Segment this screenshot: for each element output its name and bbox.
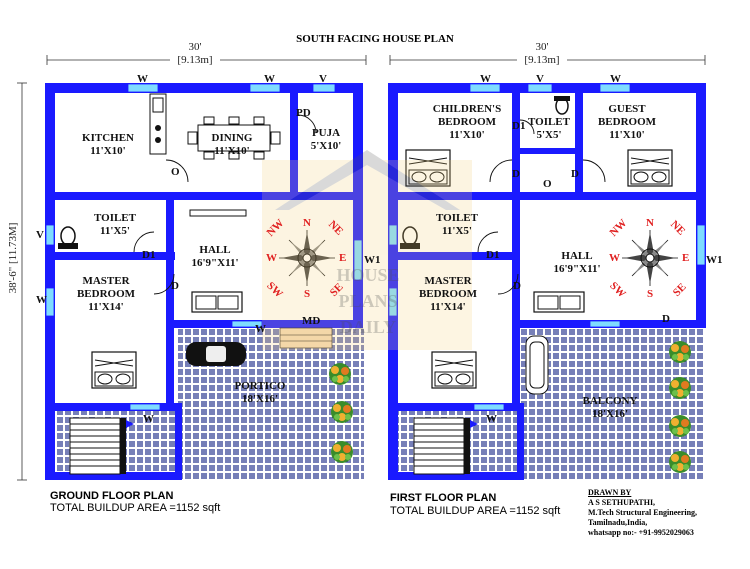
compass-n: N (303, 217, 311, 229)
window-label: W (36, 294, 47, 306)
watermark-logo (262, 150, 472, 350)
car-icon (186, 342, 246, 366)
ventilator-label: V (36, 229, 44, 241)
window-label: W (143, 413, 154, 425)
window-label: W (255, 323, 266, 335)
first-toilet-fixture (400, 226, 420, 249)
master-bed (91, 351, 137, 389)
compass-e: E (682, 252, 690, 264)
door-label: D (571, 168, 579, 180)
compass-e: E (339, 252, 347, 264)
first-floor-area: TOTAL BUILDUP AREA =1152 sqft (390, 505, 561, 517)
door-label: D1 (142, 249, 156, 261)
door-label: D (512, 168, 520, 180)
main-entrance-steps (279, 327, 333, 349)
door-label: D (513, 280, 521, 292)
window-label: W1 (706, 254, 723, 266)
balcony-sofa (525, 335, 549, 395)
compass-s: S (304, 288, 311, 300)
first-hall-sofa (533, 291, 585, 313)
first-floor-plan-title: FIRST FLOOR PLAN (390, 492, 497, 504)
dining-table (187, 116, 281, 160)
door-label: D (662, 313, 670, 325)
compass-w: W (266, 252, 277, 264)
door-label: D1 (486, 249, 500, 261)
window-label: W (486, 413, 497, 425)
ventilator-label: V (536, 73, 544, 85)
ground-width-ft: 30' (188, 41, 202, 53)
ground-staircase (69, 417, 134, 475)
ground-floor-area: TOTAL BUILDUP AREA =1152 sqft (50, 502, 221, 514)
door-label: D1 (512, 120, 526, 132)
window-label: W (610, 73, 621, 85)
drawn-by-credit: DRAWN BY A S SETHUPATHI, M.Tech Structur… (588, 488, 698, 537)
small-toilet-fixture (554, 96, 570, 115)
window-label: W (137, 73, 148, 85)
first-master-bed (431, 351, 477, 389)
first-width-m: [9.13m] (517, 54, 567, 66)
guest-bed (627, 149, 673, 187)
ground-floor-plan (45, 83, 364, 480)
compass-s: S (647, 288, 654, 300)
first-floor-plan (388, 83, 706, 480)
stove-icon (155, 125, 161, 131)
window-label: W (264, 73, 275, 85)
compass-w: W (609, 252, 620, 264)
opening-label: O (543, 178, 552, 190)
opening-label: O (171, 166, 180, 178)
depth-dimension: 38'-6" [11.73M] (7, 222, 19, 294)
ground-windows (45, 83, 363, 411)
ground-door-swings (133, 114, 317, 295)
sink-icon (152, 97, 164, 113)
first-windows (388, 83, 706, 411)
window-label: W (480, 73, 491, 85)
first-compass-rose (621, 229, 679, 287)
pooja-door-label: PD (296, 107, 311, 119)
ground-width-m: [9.13m] (170, 54, 220, 66)
toilet-fixture (58, 226, 78, 249)
door-label: D (171, 280, 179, 292)
drawing-title: SOUTH FACING HOUSE PLAN (296, 33, 454, 45)
ground-floor-plan-title: GROUND FLOOR PLAN (50, 490, 174, 502)
window-label: W1 (364, 254, 381, 266)
first-width-ft: 30' (535, 41, 549, 53)
first-door-swings (477, 119, 606, 295)
hall-sofa (191, 291, 243, 313)
compass-n: N (646, 217, 654, 229)
tv-unit (189, 209, 247, 217)
ventilator-label: V (319, 73, 327, 85)
first-staircase (413, 417, 478, 475)
main-door-label: MD (302, 315, 321, 327)
